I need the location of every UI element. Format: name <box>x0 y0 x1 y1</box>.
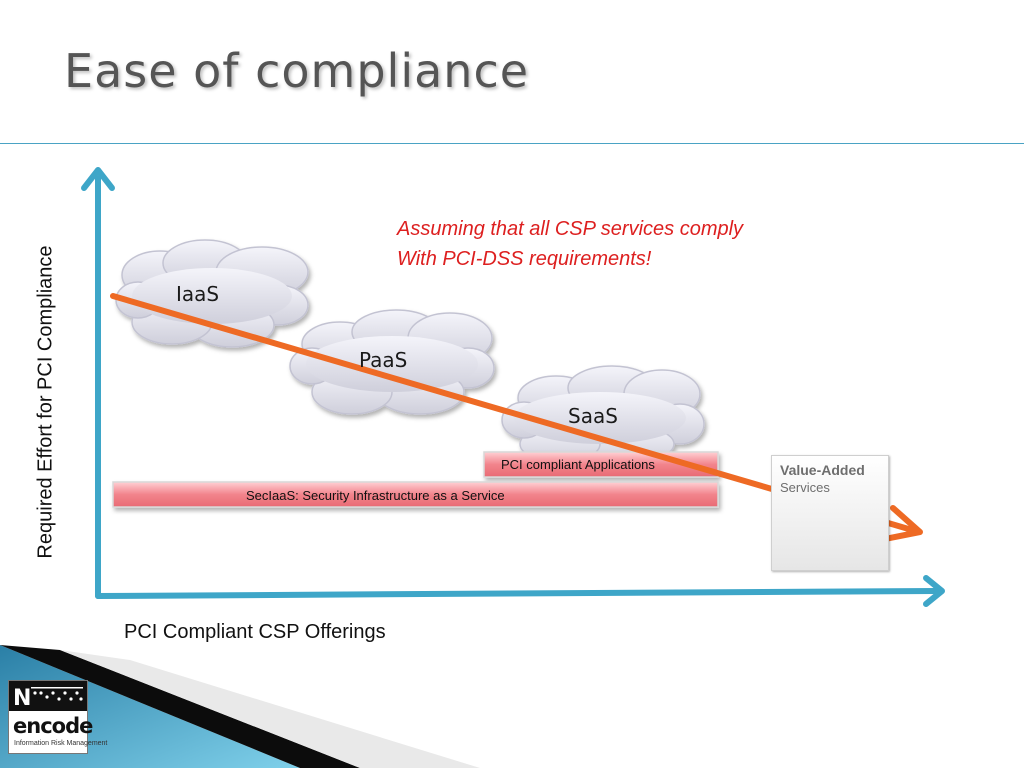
seciaas-label: SecIaaS: Security Infrastructure as a Se… <box>246 488 505 503</box>
value-added-title: Value-Added <box>780 462 865 478</box>
cloud-label-iaas: IaaS <box>176 282 220 306</box>
logo-tagline: Information Risk Management <box>14 740 108 747</box>
pci-applications-label: PCI compliant Applications <box>501 457 655 472</box>
note-line-1: Assuming that all CSP services comply <box>397 218 744 240</box>
assumption-note: Assuming that all CSP services comply Wi… <box>397 214 743 274</box>
seciaas-bar <box>112 481 719 508</box>
x-axis <box>95 575 945 607</box>
y-axis-label: Required Effort for PCI Compliance <box>34 245 57 559</box>
y-axis <box>81 167 115 599</box>
encode-logo: N encode Information Risk Management <box>8 680 107 754</box>
slide-title: Ease of compliance <box>64 44 530 98</box>
svg-text:N: N <box>13 686 31 711</box>
x-axis-label: PCI Compliant CSP Offerings <box>124 621 386 643</box>
note-line-2: With PCI-DSS requirements! <box>397 248 652 270</box>
logo-name: encode <box>13 714 93 738</box>
cloud-label-paas: PaaS <box>359 348 408 372</box>
cloud-paas <box>289 309 495 415</box>
title-rule <box>0 143 1024 144</box>
cloud-iaas <box>115 239 309 348</box>
value-added-subtitle: Services <box>780 480 830 495</box>
cloud-label-saas: SaaS <box>568 404 618 428</box>
value-added-services-box: Value-Added Services <box>771 455 889 571</box>
logo-mark-icon: N <box>9 681 87 711</box>
